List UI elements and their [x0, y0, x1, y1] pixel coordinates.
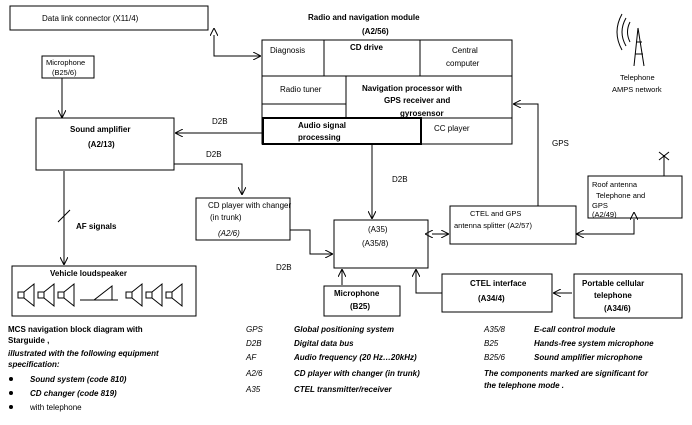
roof-antenna-block: Roof antenna Telephone and GPS (A2/49) — [587, 151, 683, 219]
note-line-2: the telephone mode . — [484, 381, 564, 390]
caption: MCS navigation block diagram with Stargu… — [8, 325, 159, 412]
sound-amp-id: (A2/13) — [88, 140, 115, 149]
legend-abbr: B25/6 — [484, 353, 505, 362]
nav-processor-label-3: gyrosensor — [400, 109, 444, 118]
cd-changer-block: CD player with changer (in trunk) (A2/6) — [195, 197, 291, 241]
vehicle-loudspeaker-block: Vehicle loudspeaker — [11, 265, 197, 317]
module-id: (A2/56) — [362, 27, 389, 36]
diagnosis-label: Diagnosis — [270, 46, 305, 55]
cd-drive-label: CD drive — [350, 43, 383, 52]
legend-desc: CTEL transmitter/receiver — [294, 385, 393, 394]
central-computer-label-1: Central — [452, 46, 478, 55]
legend-desc: Audio frequency (20 Hz…20kHz) — [293, 353, 417, 362]
legend-abbr: A2/6 — [245, 369, 263, 378]
legend-desc: Digital data bus — [294, 339, 354, 348]
caption-title-3: illustrated with the following equipment — [8, 349, 159, 358]
radio-navigation-module: Diagnosis CD drive Central computer Radi… — [261, 39, 513, 145]
legend-desc: Global positioning system — [294, 325, 394, 334]
d2b-label-3: D2B — [392, 175, 408, 184]
ctel-interface-label: CTEL interface — [470, 279, 527, 288]
mic-big-id: (B25) — [350, 302, 370, 311]
sound-amp-label: Sound amplifier — [70, 125, 130, 134]
legend-abbr: GPS — [246, 325, 264, 334]
roof-antenna-label-3: GPS — [592, 201, 608, 210]
nav-processor-label-2: GPS receiver and — [384, 96, 450, 105]
a35-label-2: (A35/8) — [362, 239, 389, 248]
data-link-label: Data link connector (X11/4) — [42, 14, 139, 23]
legend-desc: Sound amplifier microphone — [534, 353, 643, 362]
telephone-tower-icon — [616, 13, 645, 67]
caption-bullet-2: CD changer (code 819) — [30, 389, 117, 398]
legend-abbr: A35 — [245, 385, 261, 394]
nav-processor-label-1: Navigation processor with — [362, 84, 462, 93]
cd-changer-label-1: CD player with changer — [208, 201, 291, 210]
roof-antenna-label-4: (A2/49) — [592, 210, 617, 219]
portable-telephone-block: Portable cellular telephone (A34/6) — [573, 273, 683, 319]
cd-changer-label-2: (in trunk) — [210, 213, 242, 222]
ctel-interface-id: (A34/4) — [478, 294, 505, 303]
portable-label-2: telephone — [594, 291, 632, 300]
microphone-b25-6-block: Microphone (B25/6) — [41, 55, 95, 79]
d2b-label-1: D2B — [212, 117, 228, 126]
gps-label: GPS — [552, 139, 569, 148]
roof-antenna-label-1: Roof antenna — [592, 180, 638, 189]
telephone-label-2: AMPS network — [612, 85, 662, 94]
mic-small-label-2: (B25/6) — [52, 68, 77, 77]
bullet-icon — [9, 391, 13, 395]
vehicle-loudspeaker-label: Vehicle loudspeaker — [50, 269, 127, 278]
legend-abbr: AF — [245, 353, 257, 362]
a35-transceiver-block: (A35) (A35/8) — [333, 219, 429, 269]
legend-abbr: D2B — [246, 339, 262, 348]
portable-label-1: Portable cellular — [582, 279, 644, 288]
audio-processing-label-1: Audio signal — [298, 121, 346, 130]
ctel-splitter-label-2: antenna splitter (A2/57) — [454, 221, 532, 230]
cc-player-label: CC player — [434, 124, 470, 133]
cd-changer-label-3: (A2/6) — [218, 229, 240, 238]
bullet-icon — [9, 377, 13, 381]
af-signals-label: AF signals — [76, 222, 117, 231]
mic-small-label-1: Microphone — [46, 58, 85, 67]
note-line-1: The components marked are significant fo… — [484, 369, 649, 378]
ctel-splitter-label-1: CTEL and GPS — [470, 209, 521, 218]
a35-label-1: (A35) — [368, 225, 388, 234]
caption-bullet-1: Sound system (code 810) — [30, 375, 127, 384]
portable-label-3: (A34/6) — [604, 304, 631, 313]
caption-bullet-3: with telephone — [29, 403, 82, 412]
telephone-label-1: Telephone — [620, 73, 655, 82]
speaker-icon — [17, 282, 183, 308]
ctel-antenna-splitter-block: CTEL and GPS antenna splitter (A2/57) — [449, 205, 577, 245]
caption-title-2: Starguide , — [8, 336, 49, 345]
central-computer-label-2: computer — [446, 59, 480, 68]
legend-desc: E-call control module — [534, 325, 616, 334]
microphone-b25-block: Microphone (B25) — [323, 285, 401, 317]
sound-amplifier-block: Sound amplifier (A2/13) — [35, 117, 175, 171]
legend-left: GPS Global positioning system D2B Digita… — [245, 325, 420, 394]
bullet-icon — [9, 405, 13, 409]
legend-right: A35/8 E-call control module B25 Hands-fr… — [483, 325, 654, 390]
caption-title-4: specification: — [8, 360, 60, 369]
d2b-label-2: D2B — [206, 150, 222, 159]
roof-antenna-label-2: Telephone and — [596, 191, 645, 200]
caption-title-1: MCS navigation block diagram with — [8, 325, 143, 334]
legend-desc: CD player with changer (in trunk) — [294, 369, 420, 378]
legend-abbr: A35/8 — [483, 325, 505, 334]
module-title: Radio and navigation module — [308, 13, 420, 22]
d2b-label-4: D2B — [276, 263, 292, 272]
legend-desc: Hands-free system microphone — [534, 339, 654, 348]
radio-tuner-label: Radio tuner — [280, 85, 322, 94]
mic-big-label: Microphone — [334, 289, 380, 298]
legend-abbr: B25 — [484, 339, 499, 348]
data-link-connector-block: Data link connector (X11/4) — [9, 5, 209, 31]
ctel-interface-block: CTEL interface (A34/4) — [441, 273, 553, 313]
audio-processing-label-2: processing — [298, 133, 341, 142]
